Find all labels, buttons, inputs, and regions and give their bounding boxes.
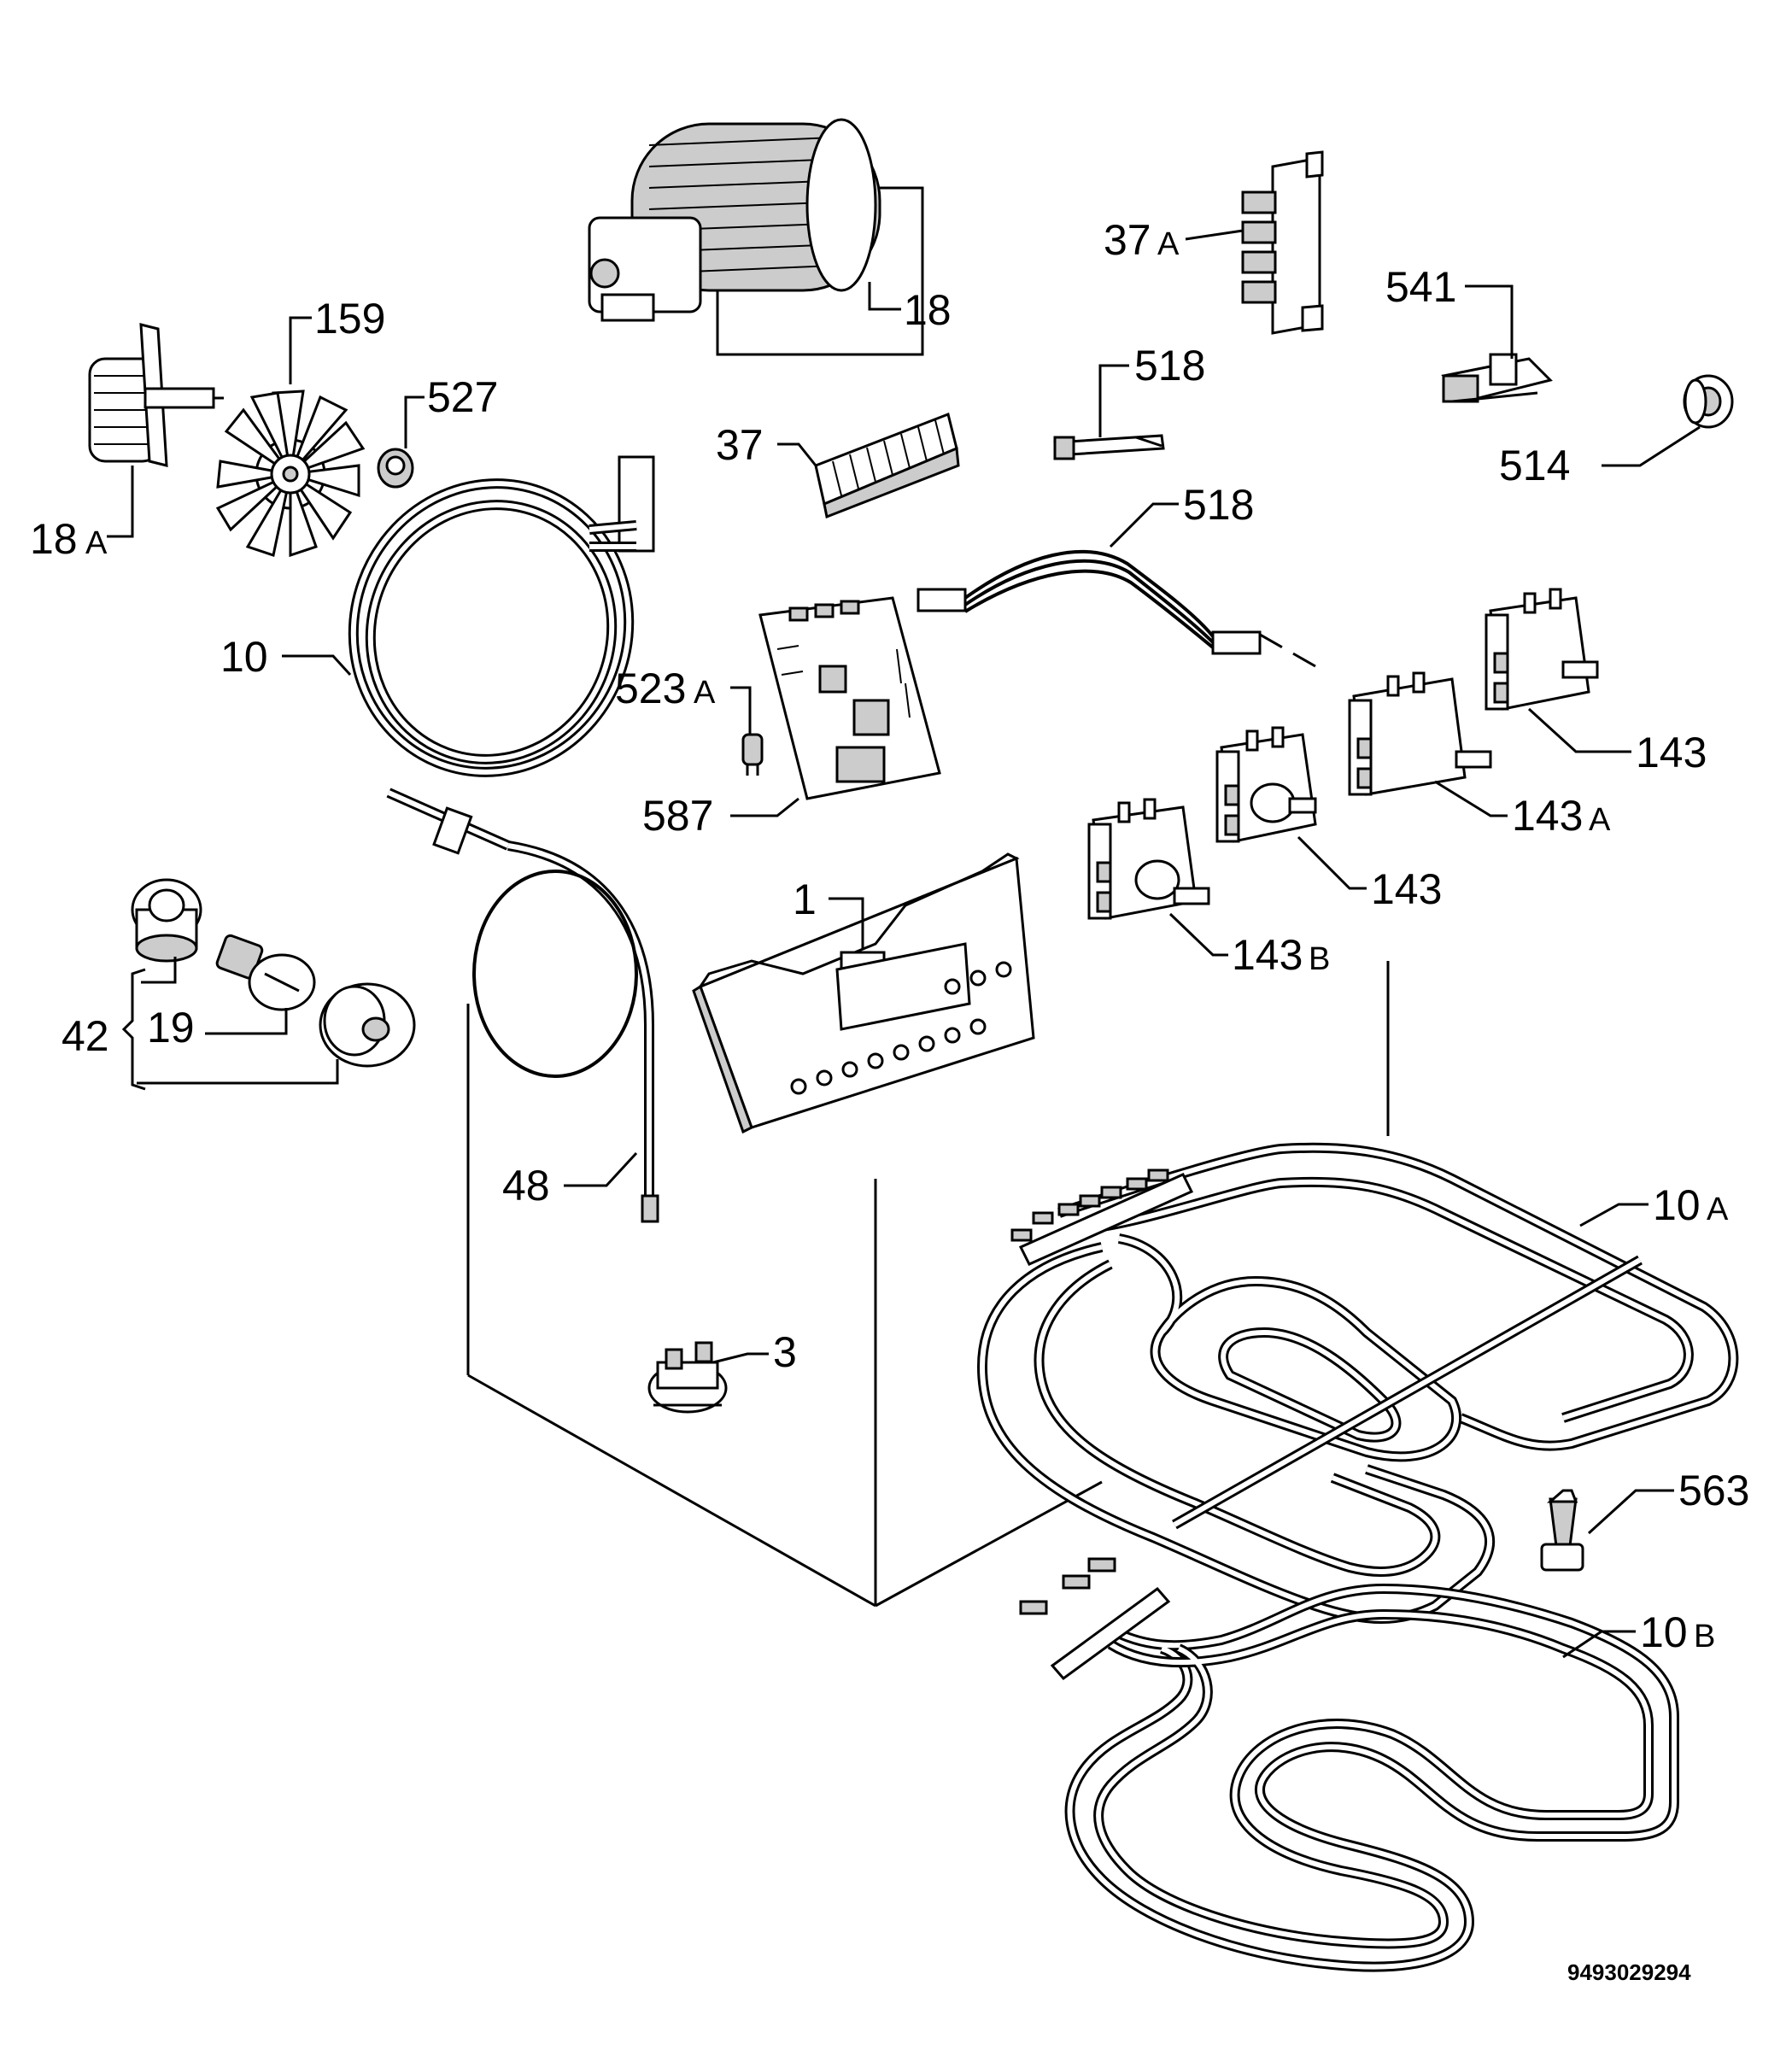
drawing-code: 9493029294 xyxy=(1567,1959,1691,1985)
svg-text:B: B xyxy=(1309,941,1330,977)
grill-heating-element-part xyxy=(976,1142,1739,1624)
svg-text:10: 10 xyxy=(1653,1181,1701,1229)
connector-part xyxy=(741,733,764,776)
door-switch-part xyxy=(1441,353,1553,403)
thermostat-capillary-part xyxy=(386,788,659,1223)
label-10b: 10 B xyxy=(1640,1608,1715,1656)
label-143a: 143 A xyxy=(1512,792,1611,840)
label-563: 563 xyxy=(1678,1467,1749,1514)
label-143-top: 143 xyxy=(1636,729,1707,776)
fixing-screw-part xyxy=(1540,1489,1584,1572)
rotary-switch-mid-part xyxy=(1215,726,1317,843)
label-19: 19 xyxy=(147,1004,195,1051)
label-10: 10 xyxy=(220,633,268,681)
label-48: 48 xyxy=(502,1162,550,1210)
sensor-probe-part xyxy=(1053,434,1165,460)
label-159: 159 xyxy=(314,295,385,343)
terminal-block-vertical-part xyxy=(1241,150,1324,335)
lamp-cover-part xyxy=(319,982,416,1068)
svg-text:A: A xyxy=(694,675,716,711)
label-37a: 37 A xyxy=(1104,216,1180,264)
label-587: 587 xyxy=(642,792,713,840)
circular-heating-element-part xyxy=(348,455,655,777)
oven-cavity-outline xyxy=(466,630,1390,1608)
svg-text:A: A xyxy=(1157,226,1180,262)
bottom-heating-element-part xyxy=(1019,1557,1679,1972)
grommet-part xyxy=(1683,374,1734,429)
label-1: 1 xyxy=(793,876,817,923)
label-514: 514 xyxy=(1499,442,1570,489)
label-3: 3 xyxy=(773,1328,797,1376)
label-18: 18 xyxy=(904,286,952,334)
wire-harness-part xyxy=(916,549,1262,655)
thermal-cutout-part xyxy=(647,1341,728,1414)
label-518-top: 518 xyxy=(1134,342,1205,390)
lamp-bulb-part xyxy=(215,934,316,1011)
fan-blade-part xyxy=(215,390,366,558)
label-143b: 143 B xyxy=(1232,931,1330,979)
rotary-switch-a-part xyxy=(1348,671,1492,796)
label-42: 42 xyxy=(61,1012,109,1060)
svg-text:143: 143 xyxy=(1512,792,1583,840)
svg-text:523: 523 xyxy=(615,665,686,712)
svg-text:37: 37 xyxy=(1104,216,1151,264)
label-10a: 10 A xyxy=(1653,1181,1729,1229)
label-18a: 18 A xyxy=(30,515,108,563)
control-panel-part xyxy=(692,852,1035,1134)
svg-text:A: A xyxy=(85,525,108,561)
label-518-mid: 518 xyxy=(1183,481,1254,529)
control-pcb-part xyxy=(758,596,941,800)
terminal-block-part xyxy=(814,412,960,519)
part-labels: 1 3 10 10 A 10 B 18 18 A 19 37 37 A 42 4… xyxy=(30,216,1749,1985)
label-143-mid: 143 xyxy=(1371,865,1442,913)
svg-text:B: B xyxy=(1694,1619,1715,1655)
svg-text:A: A xyxy=(1707,1192,1729,1227)
svg-text:143: 143 xyxy=(1232,931,1303,979)
nut-part xyxy=(377,448,414,489)
fan-motor-part xyxy=(88,323,224,467)
svg-text:A: A xyxy=(1589,802,1611,838)
label-37: 37 xyxy=(716,421,764,469)
label-541: 541 xyxy=(1385,263,1456,311)
rotary-switch-b-part xyxy=(1087,798,1210,920)
svg-text:18: 18 xyxy=(30,515,78,563)
svg-text:10: 10 xyxy=(1640,1608,1688,1656)
rotary-switch-top-part xyxy=(1485,588,1599,711)
tangential-fan-part xyxy=(588,118,924,356)
lamp-holder-part xyxy=(131,878,202,963)
label-527: 527 xyxy=(427,373,498,421)
label-523a: 523 A xyxy=(615,665,716,712)
